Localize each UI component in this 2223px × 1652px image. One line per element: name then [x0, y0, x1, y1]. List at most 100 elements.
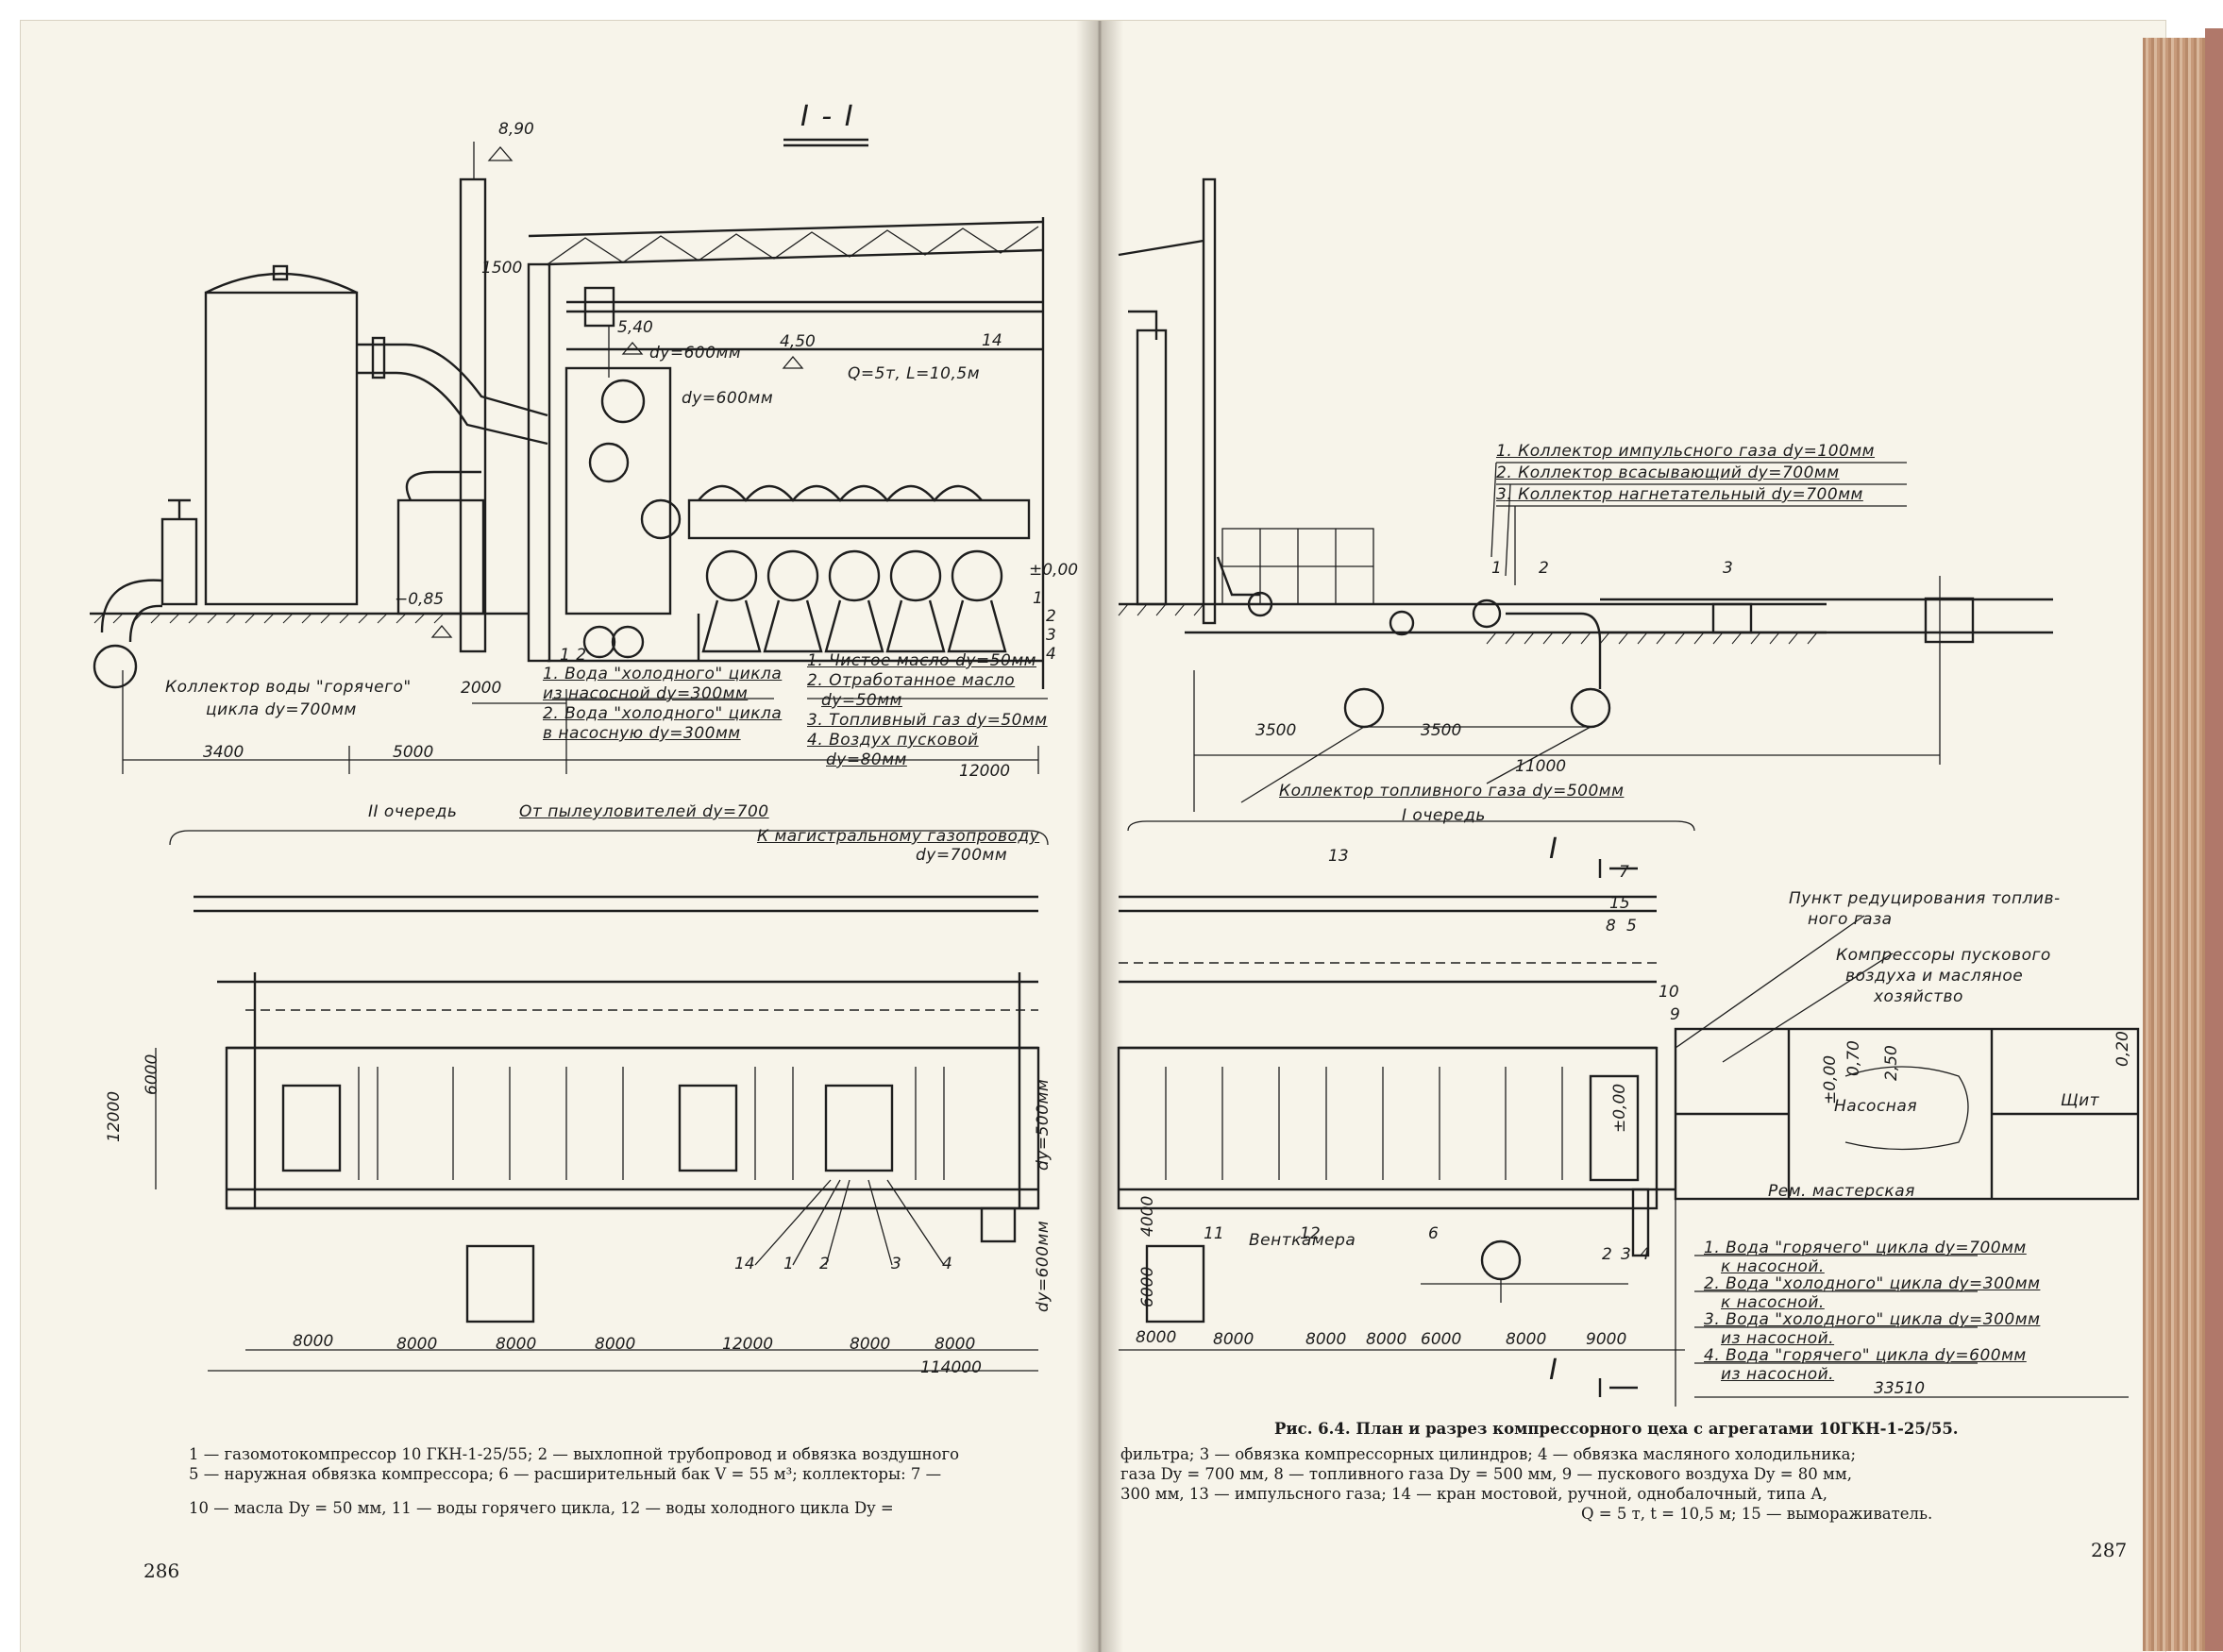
dim-12000: 12000	[959, 762, 1011, 781]
dim-3400: 3400	[203, 743, 244, 762]
figure-title-text: Рис. 6.4. План и разрез компрессорного ц…	[1274, 1420, 1959, 1438]
dim-2000: 2000	[461, 679, 502, 698]
plan-queue-2: II очередь	[368, 802, 458, 821]
plan-rdim-5: 6000	[1421, 1330, 1462, 1349]
legend-a-1b: из насосной dy=300мм	[543, 684, 749, 703]
plan-dy600: dy=600мм	[1034, 1220, 1053, 1312]
legend-a-nums: 1 2	[560, 646, 587, 665]
plan-dim-1: 8000	[293, 1332, 334, 1351]
page-number-right: 287	[2091, 1539, 2128, 1561]
plan-mark-15: 15	[1609, 894, 1630, 913]
to-main-pipeline-dy: dy=700мм	[916, 846, 1008, 865]
pipe-dy600-a: dy=600мм	[649, 344, 742, 362]
dim-3500-a: 3500	[1255, 721, 1297, 740]
elev-000-r: ±0,00	[1821, 1054, 1840, 1104]
caption-right-4: Q = 5 т, t = 10,5 м; 15 — вымораживатель…	[1581, 1505, 1933, 1523]
plan-rdim-4: 8000	[1366, 1330, 1407, 1349]
plan-mark-10: 10	[1659, 983, 1679, 1002]
row-n3: 3	[1046, 626, 1056, 645]
plan-dim-4000r: 4000	[1138, 1195, 1157, 1237]
plan-dim-6: 8000	[850, 1335, 891, 1354]
left-page: I - I 8,90 1500 5,40 4,50 dy=600мм dy=60…	[38, 28, 1095, 1633]
water-2: 2. Вода "холодного" цикла dy=300мм	[1704, 1274, 2041, 1293]
water-1b: к насосной.	[1721, 1257, 1825, 1276]
row-n4: 4	[1046, 645, 1056, 664]
dim-11000: 11000	[1515, 757, 1567, 776]
left-drawing	[90, 138, 1049, 1372]
elev-540: 5,40	[617, 318, 653, 337]
elev-250: 2,50	[1882, 1045, 1901, 1081]
plan-rtotal: 33510	[1874, 1379, 1926, 1398]
reduction-point-b: ного газа	[1808, 910, 1893, 929]
plan-mark-12: 12	[1300, 1224, 1321, 1243]
book-gutter	[1076, 21, 1123, 1652]
plan-dim-2: 8000	[396, 1335, 438, 1354]
section-title: I - I	[800, 100, 855, 133]
plan-dim-7: 8000	[935, 1335, 976, 1354]
elev-890: 8,90	[498, 120, 534, 139]
plan-rdim-6: 8000	[1506, 1330, 1547, 1349]
legend-b-2: 2. Отработанное масло	[807, 671, 1016, 690]
plan-mark-6: 6	[1428, 1224, 1439, 1243]
collector-1: 1. Коллектор импульсного газа dy=100мм	[1496, 442, 1875, 461]
plan-dim-6000: 6000	[143, 1054, 161, 1095]
room-pump: Насосная	[1834, 1097, 1918, 1116]
hot-collector-l1: Коллектор воды "горячего"	[165, 678, 412, 697]
pipe-dy600-b: dy=600мм	[682, 389, 774, 408]
plan-mark-1: 1	[783, 1255, 794, 1273]
plan-dim-6000r: 6000	[1138, 1266, 1157, 1307]
room-shield: Щит	[2061, 1091, 2100, 1110]
legend-b-4b: dy=80мм	[826, 750, 907, 769]
row-n1: 1	[1033, 589, 1043, 608]
cover-edge	[2205, 28, 2223, 1651]
caption-left-2: 5 — наружная обвязка компрессора; 6 — ра…	[189, 1465, 942, 1483]
legend-a-2b: в насосную dy=300мм	[543, 724, 741, 743]
elev-020: 0,20	[2114, 1031, 2132, 1067]
plan-mark-8: 8	[1606, 917, 1616, 936]
caption-left-1: 1 — газомотокомпрессор 10 ГКН-1-25/55; 2…	[189, 1445, 960, 1463]
caption-left-3: 10 — масла Dy = 50 мм, 11 — воды горячег…	[189, 1499, 894, 1517]
plan-mark-3r: 3	[1621, 1245, 1631, 1264]
legend-b-4: 4. Воздух пусковой	[807, 731, 979, 750]
plan-dim-12000: 12000	[105, 1090, 124, 1142]
crane-spec: Q=5т, L=10,5м	[848, 364, 981, 383]
legend-b-3: 3. Топливный газ dy=50мм	[807, 711, 1048, 730]
figure-title: Рис. 6.4. План и разрез компрессорного ц…	[1274, 1419, 1959, 1439]
collector-2: 2. Коллектор всасывающий dy=700мм	[1496, 464, 1840, 482]
collector-num-1: 1	[1491, 559, 1502, 578]
plan-mark-3: 3	[891, 1255, 901, 1273]
elev-450: 4,50	[780, 332, 816, 351]
section-mark-bottom: I	[1549, 1354, 1559, 1387]
from-dust-collectors: От пылеуловителей dy=700	[519, 802, 769, 821]
row-n2: 2	[1046, 607, 1056, 626]
water-4b: из насосной.	[1721, 1365, 1835, 1384]
elev-070: 0,70	[1844, 1040, 1863, 1076]
room-repair: Рем. мастерская	[1768, 1182, 1915, 1201]
plan-mark-4: 4	[942, 1255, 952, 1273]
to-main-pipeline: К магистральному газопроводу	[757, 827, 1040, 846]
plan-rdim-2: 8000	[1213, 1330, 1255, 1349]
collector-num-2: 2	[1539, 559, 1549, 578]
plan-dim-5: 12000	[722, 1335, 774, 1354]
fuel-collector: Коллектор топливного газа dy=500мм	[1279, 782, 1625, 801]
plan-mark-2: 2	[819, 1255, 830, 1273]
water-3: 3. Вода "холодного" цикла dy=300мм	[1704, 1310, 2041, 1329]
plan-rdim-3: 8000	[1305, 1330, 1347, 1349]
section-mark-top: I	[1549, 833, 1559, 866]
plan-mark-9: 9	[1670, 1005, 1680, 1024]
water-2b: к насосной.	[1721, 1293, 1825, 1312]
plan-mark-5: 5	[1626, 917, 1637, 936]
legend-b-2b: dy=50мм	[821, 691, 902, 710]
room-vent: Венткамера	[1249, 1231, 1356, 1250]
plan-mark-14: 14	[734, 1255, 755, 1273]
plan-dy500: dy=500мм	[1034, 1078, 1053, 1171]
water-1: 1. Вода "горячего" цикла dy=700мм	[1704, 1239, 2027, 1257]
plan-mark-2r: 2	[1602, 1245, 1612, 1264]
plan-queue-1: I очередь	[1402, 806, 1486, 825]
air-compressors-c: хозяйство	[1874, 987, 1963, 1006]
plan-rdim-1: 8000	[1136, 1328, 1177, 1347]
right-drawing	[1117, 177, 2140, 1407]
plan-dim-3: 8000	[496, 1335, 537, 1354]
caption-right-2: газа Dy = 700 мм, 8 — топливного газа Dy…	[1120, 1465, 1852, 1483]
elev-085: −0,85	[395, 590, 445, 609]
